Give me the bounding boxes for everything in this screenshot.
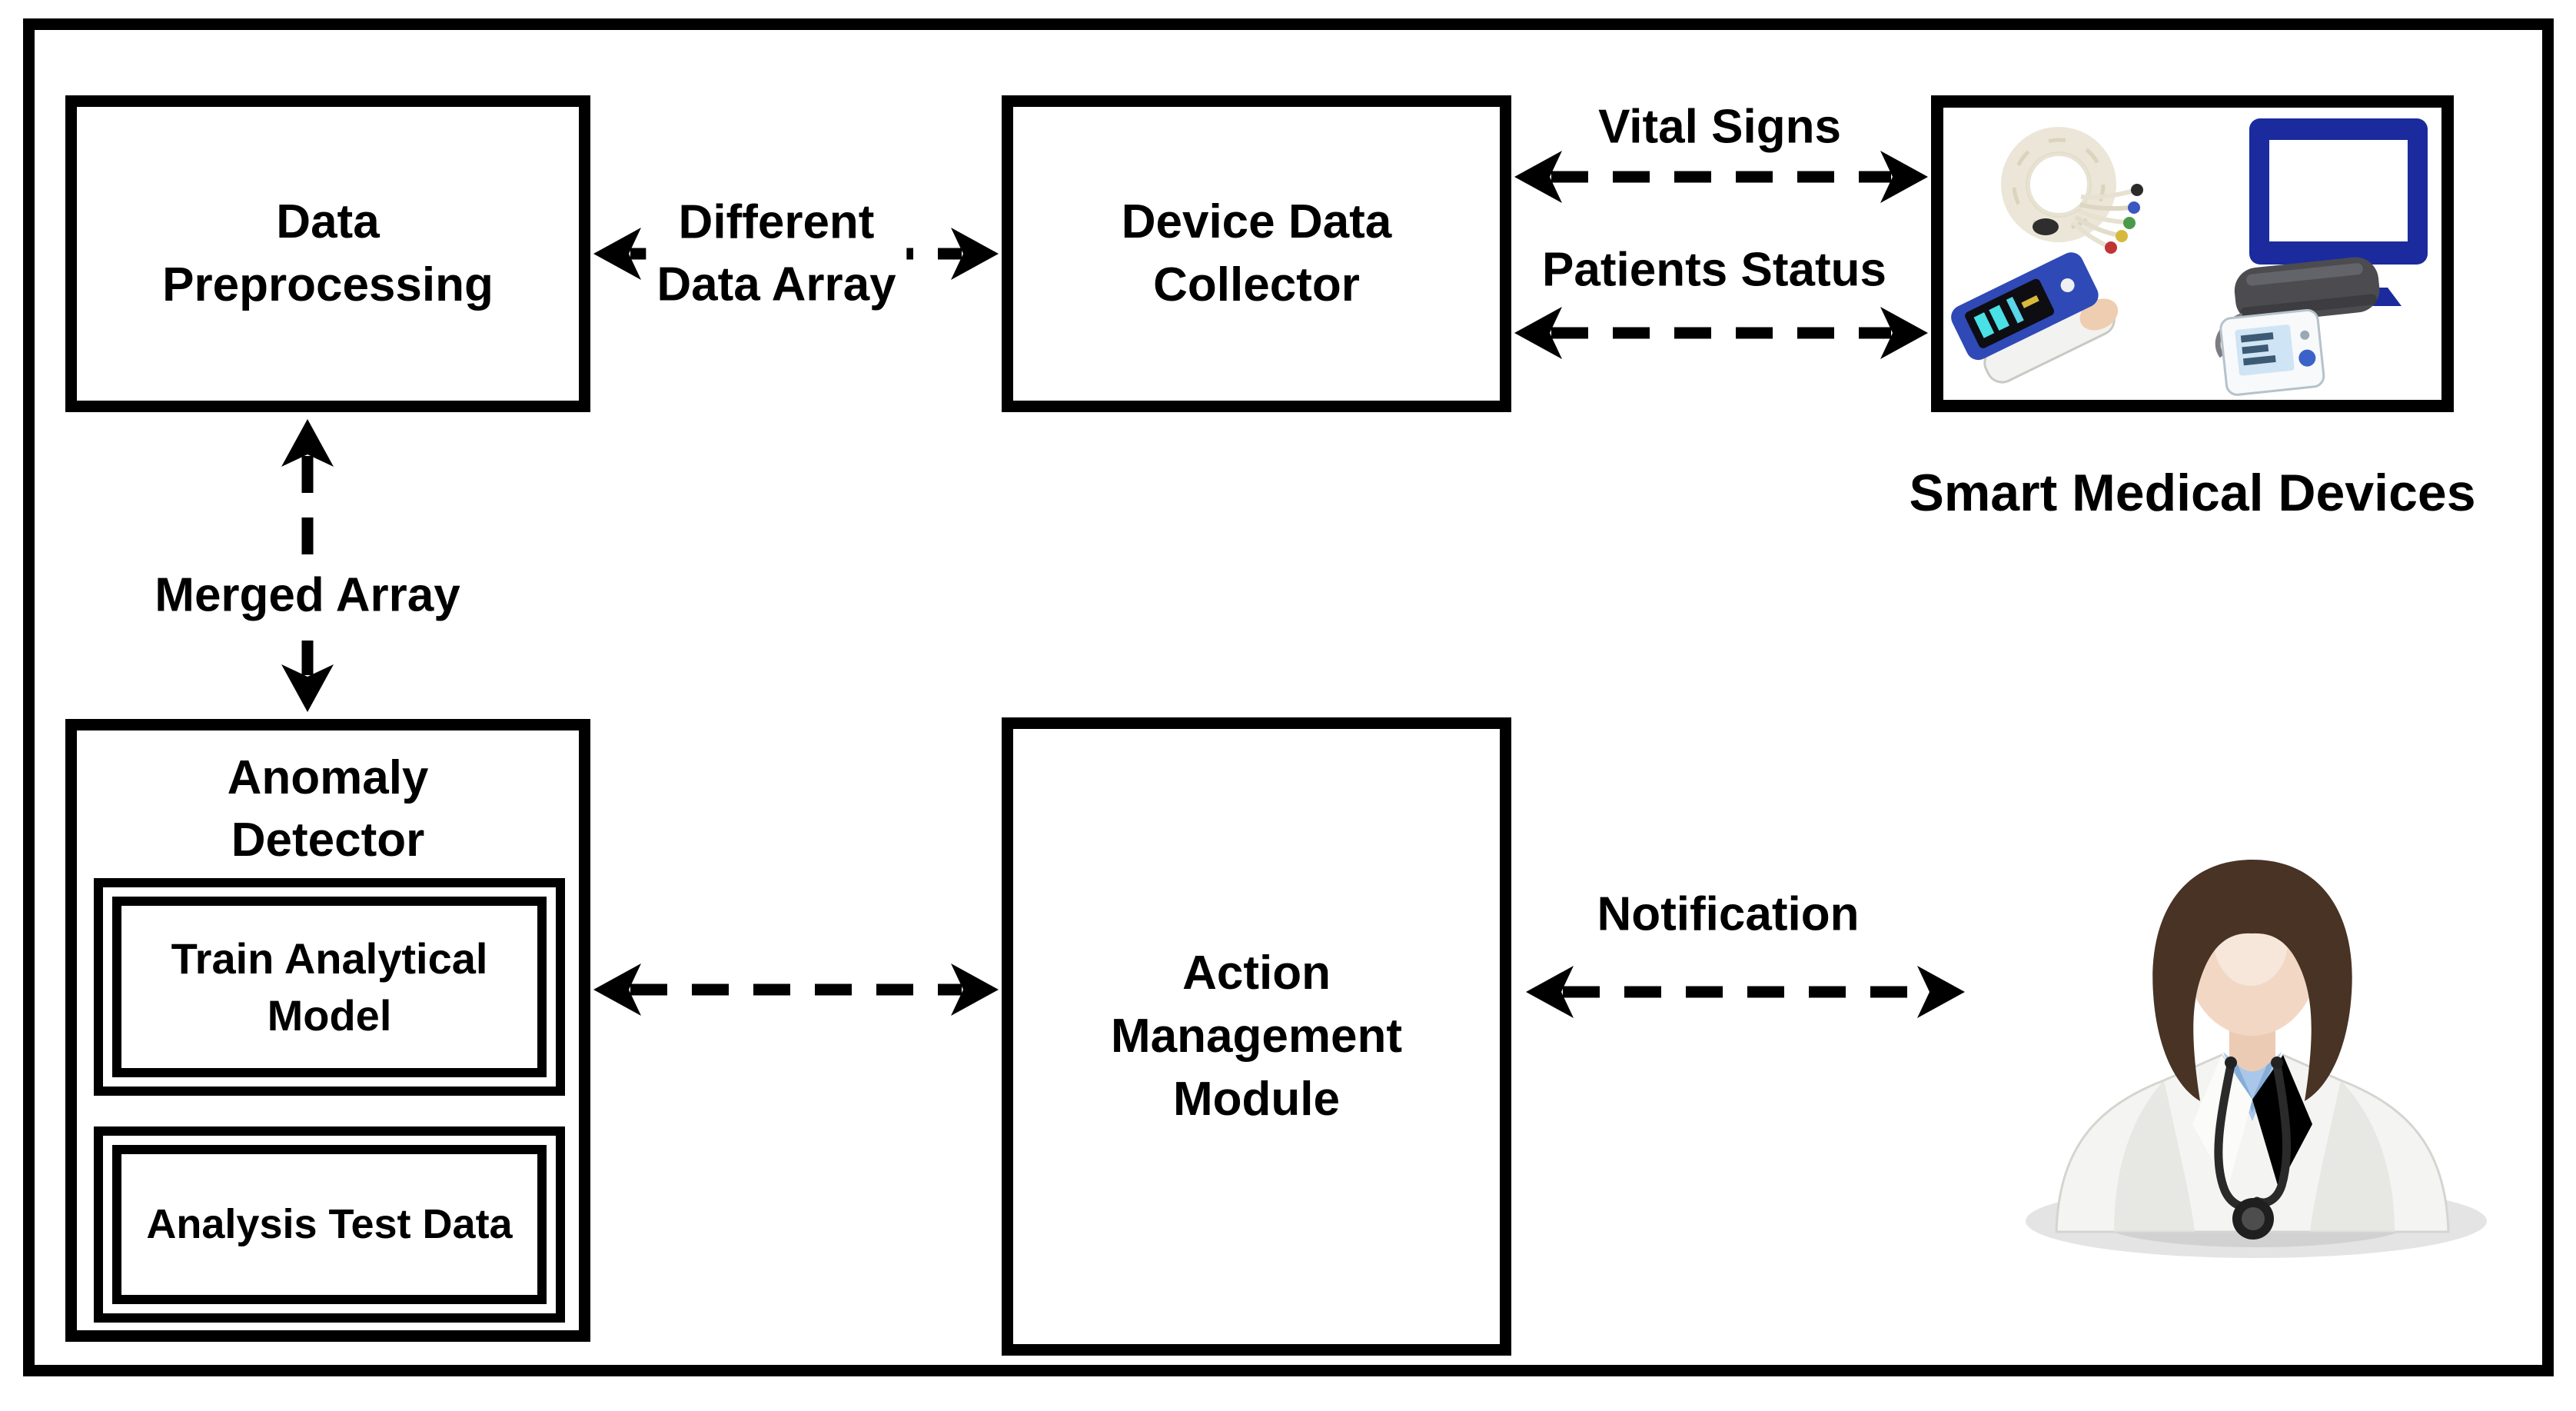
box-analysis-test-data: Analysis Test Data (94, 1126, 565, 1323)
label-patients-status: Patients Status (1531, 238, 1897, 304)
train-analytical-model-label: Train Analytical Model (171, 933, 488, 1040)
box-data-preprocessing: Data Preprocessing (65, 95, 590, 412)
box-action-management-module: Action Management Module (1002, 717, 1511, 1356)
box-device-data-collector: Device Data Collector (1002, 95, 1511, 412)
diagram-outer-frame (23, 18, 2554, 1376)
smart-devices-images (1951, 118, 2428, 396)
device-data-collector-label: Device Data Collector (1121, 195, 1392, 311)
pulse-oximeter-image (1951, 252, 2119, 384)
label-different-data-array: Different Data Array (646, 190, 907, 318)
anomaly-detector-label: Anomaly Detector (227, 751, 429, 867)
analysis-test-data-label: Analysis Test Data (146, 1200, 513, 1247)
box-smart-medical-devices (1931, 95, 2454, 412)
label-merged-array: Merged Array (144, 563, 471, 629)
label-notification: Notification (1586, 882, 1870, 948)
doctor-image (2026, 860, 2487, 1258)
smart-medical-devices-caption: Smart Medical Devices (1909, 464, 2476, 522)
data-preprocessing-label: Data Preprocessing (162, 195, 494, 311)
box-train-analytical-model: Train Analytical Model (94, 878, 565, 1096)
computer-monitor-icon (2249, 118, 2428, 306)
action-management-module-label: Action Management Module (1111, 947, 1402, 1126)
blood-pressure-monitor-image (2215, 257, 2380, 396)
label-vital-signs: Vital Signs (1587, 95, 1852, 161)
box-anomaly-detector: Anomaly Detector Train Analytical Model … (65, 719, 590, 1342)
ecg-cable-image (2001, 127, 2143, 254)
